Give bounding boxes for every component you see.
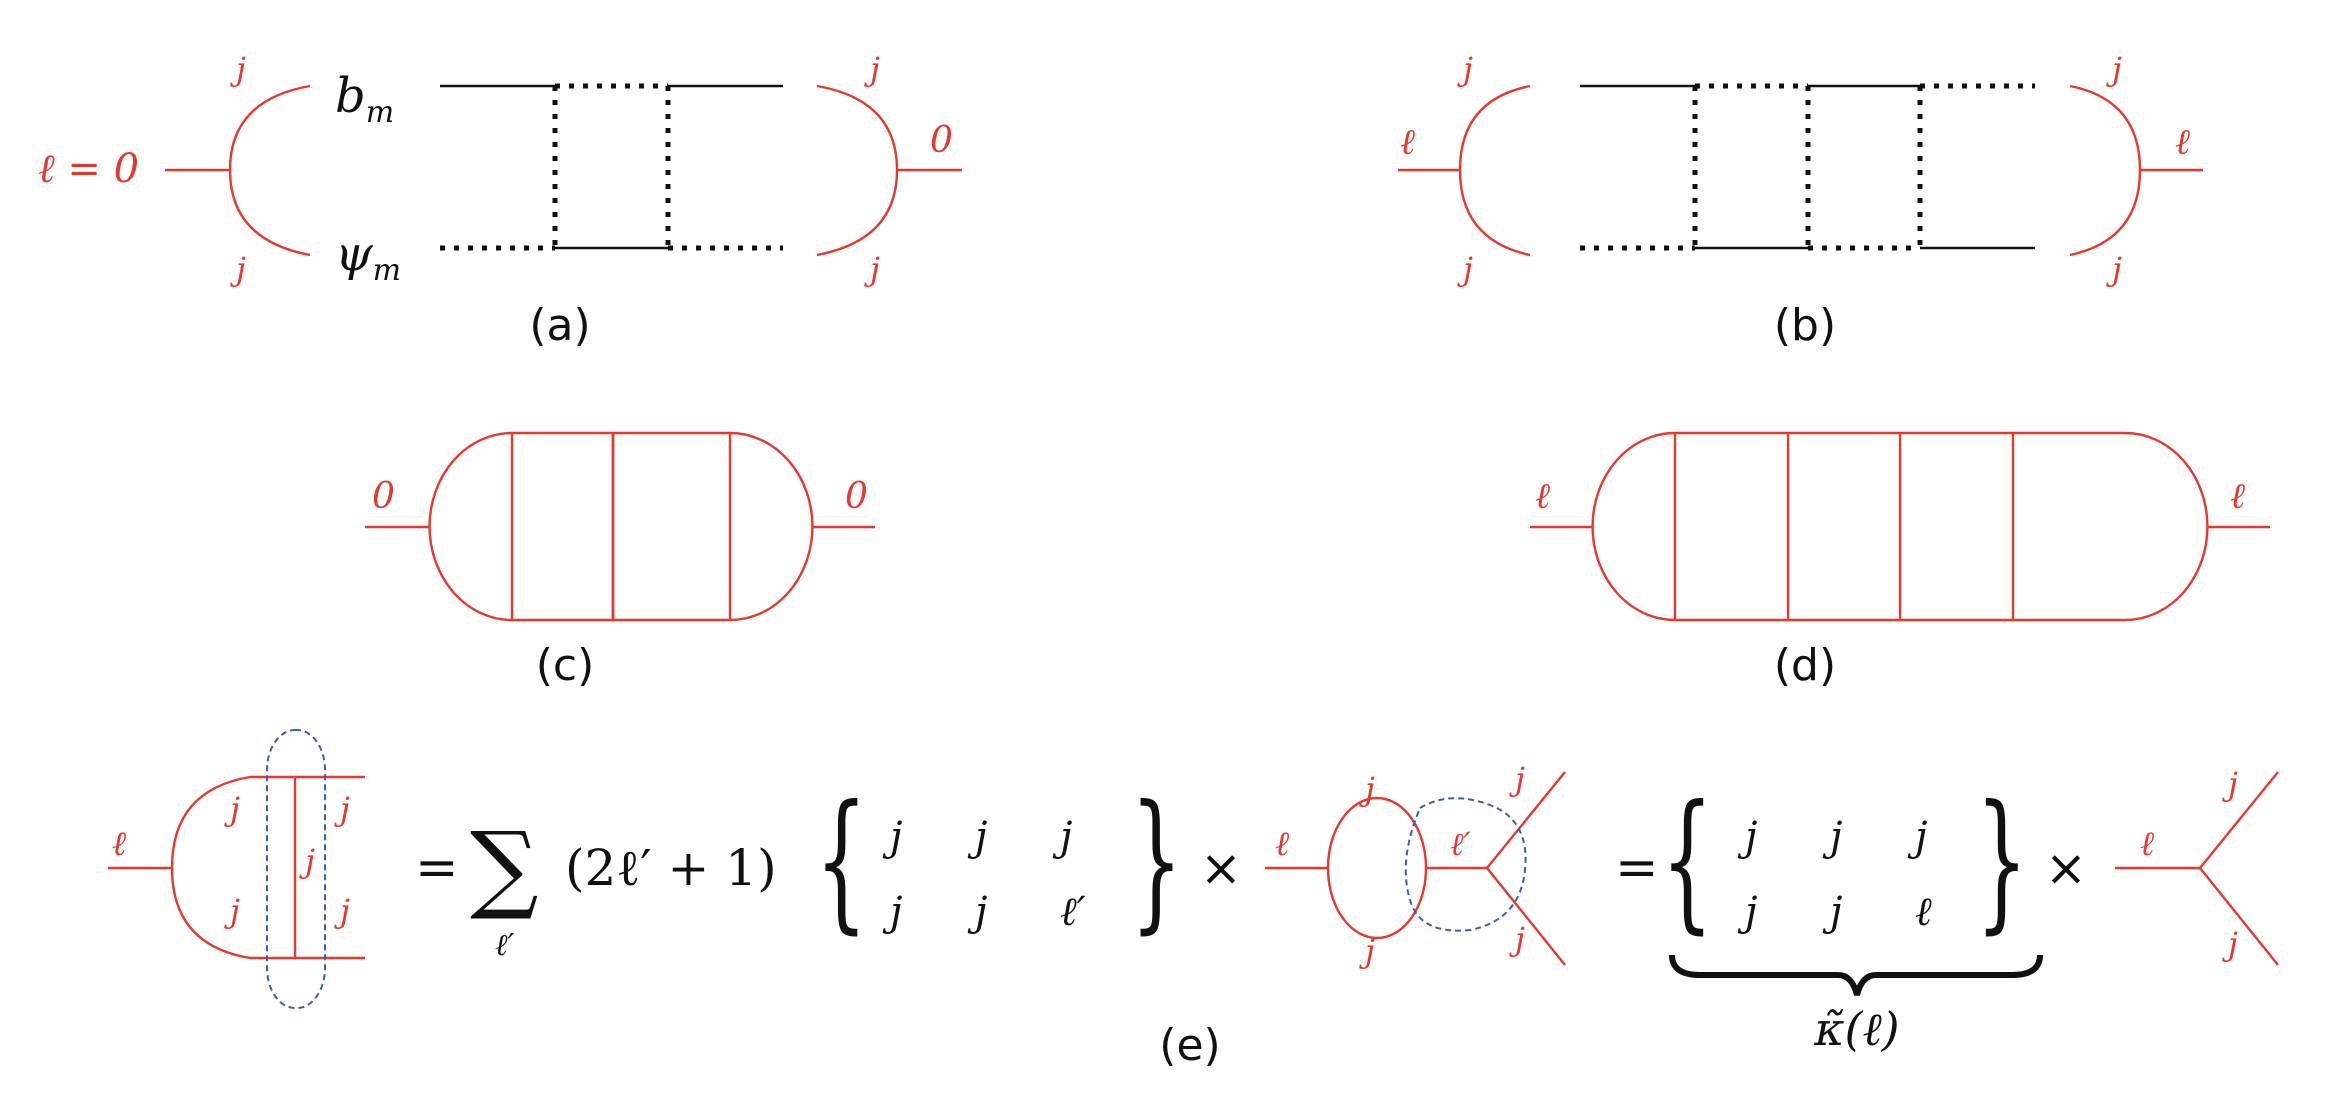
- equals-sign: =: [415, 838, 459, 898]
- right-external-label: 0: [845, 476, 868, 517]
- sum-index: ℓ′: [495, 928, 514, 963]
- external-label: ℓ: [1275, 824, 1289, 864]
- panel-d: ℓ ℓ (d): [1530, 431, 2270, 691]
- left-external-label: ℓ: [1400, 122, 1415, 163]
- left-arc: [170, 775, 365, 960]
- six-j-entry: j: [1737, 889, 1757, 935]
- kappa-tilde-label: κ̃(ℓ): [1813, 1002, 1899, 1056]
- right-external-label: ℓ: [2175, 122, 2190, 163]
- spin-label-top-left: j: [1457, 50, 1473, 88]
- six-j-entry: j: [1822, 889, 1842, 935]
- six-j-entry: j: [967, 814, 987, 860]
- prefactor: (2ℓ′ + 1): [565, 839, 777, 897]
- left-vertex-arc: [1458, 84, 1531, 257]
- spin-label-top-left: j: [230, 50, 246, 88]
- left-external-label: 0: [372, 476, 395, 517]
- six-j-entry: j: [967, 889, 987, 935]
- right-brace: }: [1976, 773, 2028, 948]
- outgoing-leg-bottom: [2199, 867, 2279, 966]
- right-vertex-arc: [2069, 84, 2142, 257]
- underbrace: [1669, 954, 2043, 996]
- caption-d: (d): [1774, 640, 1836, 691]
- right-external-label: ℓ: [2230, 476, 2245, 517]
- six-j-entry: ℓ: [1915, 889, 1932, 935]
- left-brace: {: [1661, 773, 1713, 948]
- six-j-entry: j: [882, 889, 902, 935]
- inner-label: j: [224, 790, 240, 828]
- spin-label-bottom-left: j: [230, 250, 246, 288]
- mid-diagram: ℓ j j ℓ′ j j: [1265, 760, 1566, 970]
- inner-label: ℓ′: [1450, 825, 1471, 863]
- right-cap: [611, 431, 814, 622]
- external-label: ℓ: [2140, 824, 2154, 864]
- recoupling-highlight: [266, 729, 326, 1009]
- caption-a: (a): [529, 300, 590, 351]
- spin-label-bottom-right: j: [2106, 250, 2122, 288]
- left-external-label: ℓ = 0: [38, 146, 139, 192]
- inner-label: j: [334, 892, 350, 930]
- right-brace: }: [1130, 773, 1182, 948]
- six-j-entry: j: [1907, 814, 1927, 860]
- equals-sign-2: =: [1615, 838, 1659, 898]
- six-j-entry: j: [882, 814, 902, 860]
- caption-e: (e): [1159, 1020, 1220, 1071]
- six-j-symbol-2: { j j j j j ℓ } κ̃(ℓ): [1661, 773, 2043, 1056]
- external-label: ℓ: [112, 824, 126, 864]
- recoupling-highlight: [1404, 797, 1527, 932]
- sum-symbol: ∑: [470, 811, 539, 923]
- right-vertex-arc: [816, 84, 899, 257]
- spin-label-top-right: j: [2106, 50, 2122, 88]
- left-vertex-arc: [228, 84, 311, 257]
- six-j-symbol-1: { j j j j j ℓ′ }: [815, 773, 1183, 948]
- out-label-top: j: [2222, 765, 2238, 803]
- caption-b: (b): [1774, 300, 1836, 351]
- spin-label-bottom-right: j: [864, 250, 880, 288]
- capsule-outline: [1591, 431, 2209, 622]
- panel-e: ℓ j j j j j = ∑ ℓ′ (2ℓ′ + 1) { j j j j j…: [108, 729, 2279, 1071]
- inner-label: j: [334, 790, 350, 828]
- inner-label: j: [299, 842, 315, 880]
- six-j-entry: ℓ′: [1060, 889, 1086, 935]
- left-cap: [428, 431, 615, 622]
- field-label-psi: ψm: [335, 226, 401, 288]
- panel-b: ℓ j j j j ℓ (b): [1398, 50, 2203, 351]
- rhs-vertex: ℓ j j: [2115, 765, 2279, 966]
- left-external-label: ℓ: [1535, 476, 1550, 517]
- panel-a: ℓ = 0 j j bm ψm j j 0 (a): [38, 50, 962, 351]
- six-j-entry: j: [1052, 814, 1072, 860]
- spin-label-bottom-left: j: [1457, 250, 1473, 288]
- outgoing-leg-bottom: [1486, 867, 1566, 966]
- six-j-entry: j: [1822, 814, 1842, 860]
- out-label-bottom: j: [1509, 920, 1525, 958]
- caption-c: (c): [536, 640, 595, 691]
- bubble-loop: [1326, 796, 1428, 940]
- left-brace: {: [815, 773, 867, 948]
- times-sign: ×: [1200, 839, 1242, 897]
- spin-label-top-right: j: [864, 50, 880, 88]
- loop-label-bottom: j: [1359, 932, 1375, 970]
- field-label-b: bm: [335, 68, 394, 130]
- six-j-entry: j: [1737, 814, 1757, 860]
- times-sign-2: ×: [2045, 839, 2087, 897]
- right-external-label: 0: [930, 120, 953, 161]
- out-label-bottom: j: [2222, 925, 2238, 963]
- out-label-top: j: [1509, 760, 1525, 798]
- inner-label: j: [224, 892, 240, 930]
- outgoing-leg-top: [2199, 771, 2279, 869]
- panel-c: 0 0 (c): [365, 431, 875, 691]
- lhs-diagram: ℓ j j j j j: [108, 729, 365, 1009]
- outgoing-leg-top: [1486, 771, 1566, 869]
